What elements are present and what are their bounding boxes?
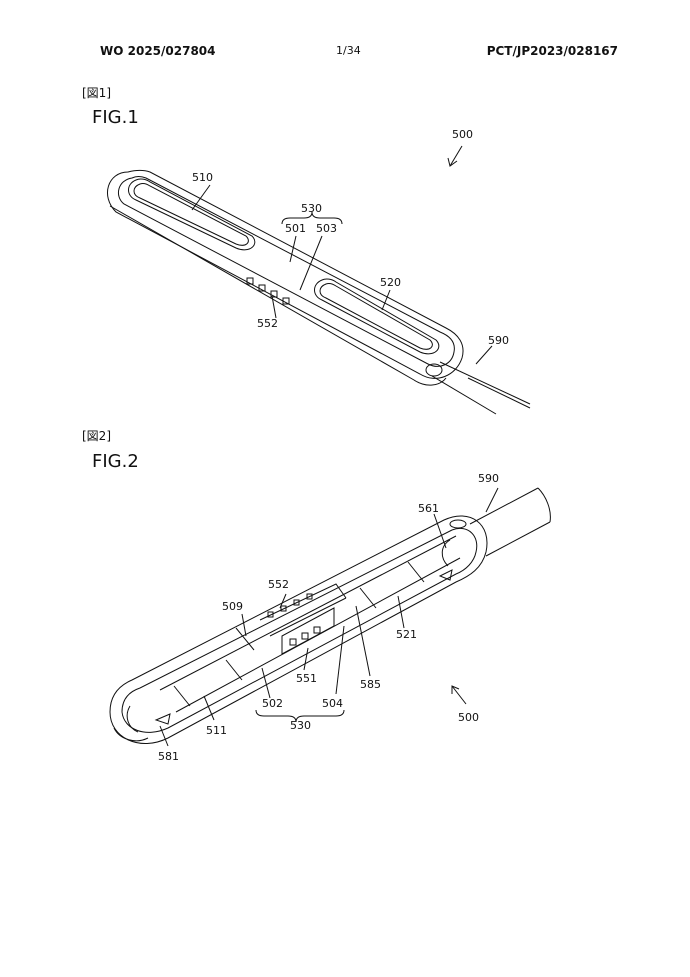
ref-509: 509 (222, 600, 243, 613)
ref-530: 530 (290, 719, 311, 732)
fig2-reference-labels: 590 561 552 509 521 551 585 502 504 530 … (158, 472, 499, 763)
ref-521: 521 (396, 628, 417, 641)
ref-551: 551 (296, 672, 317, 685)
figure-2-tag: [図2] (82, 429, 111, 443)
ref-500: 500 (452, 128, 473, 141)
figure-1-title: FIG.1 (92, 107, 139, 128)
ref-590: 590 (488, 334, 509, 347)
fig1-reference-labels: 500 510 530 501 503 520 590 552 (192, 128, 509, 347)
ref-552: 552 (257, 317, 278, 330)
ref-500: 500 (458, 711, 479, 724)
ref-503: 503 (316, 222, 337, 235)
ref-581: 581 (158, 750, 179, 763)
ref-502: 502 (262, 697, 283, 710)
fig1-device-drawing (107, 145, 531, 415)
figure-1-tag: [図1] (82, 86, 111, 100)
application-number: PCT/JP2023/028167 (486, 44, 618, 58)
ref-511: 511 (206, 724, 227, 737)
ref-501: 501 (285, 222, 306, 235)
ref-504: 504 (322, 697, 343, 710)
ref-510: 510 (192, 171, 213, 184)
page-number: 1/34 (336, 44, 361, 57)
ref-520: 520 (380, 276, 401, 289)
publication-number: WO 2025/027804 (100, 44, 216, 58)
figure-2-title: FIG.2 (92, 451, 139, 472)
ref-530: 530 (301, 202, 322, 215)
ref-590: 590 (478, 472, 499, 485)
ref-552: 552 (268, 578, 289, 591)
ref-585: 585 (360, 678, 381, 691)
ref-561: 561 (418, 502, 439, 515)
fig2-device-drawing (109, 487, 551, 747)
